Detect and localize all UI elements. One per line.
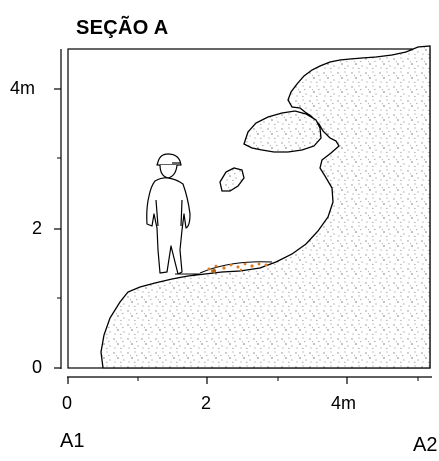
x-tick-label-4: 4m: [331, 393, 357, 413]
x-tick-label-2: 2: [201, 393, 212, 413]
endpoint-right-label: A2: [413, 434, 438, 456]
rock-mass: [100, 45, 431, 369]
y-tick-label-2: 2: [32, 218, 43, 238]
x-tick-label-0: 0: [62, 393, 73, 413]
x-axis: [67, 376, 432, 384]
y-tick-label-0: 0: [32, 357, 43, 377]
sediment-nodule: [211, 268, 217, 274]
section-title: SEÇÃO A: [76, 17, 169, 39]
y-axis: [54, 49, 62, 369]
sediment-dots: [207, 262, 268, 273]
rock-block: [219, 167, 245, 192]
person-silhouette-icon: [146, 153, 191, 275]
rock-lobe: [243, 110, 322, 153]
endpoint-left-label: A1: [60, 430, 85, 452]
sediment-layer: [199, 261, 273, 274]
y-tick-label-4: 4m: [10, 78, 36, 98]
